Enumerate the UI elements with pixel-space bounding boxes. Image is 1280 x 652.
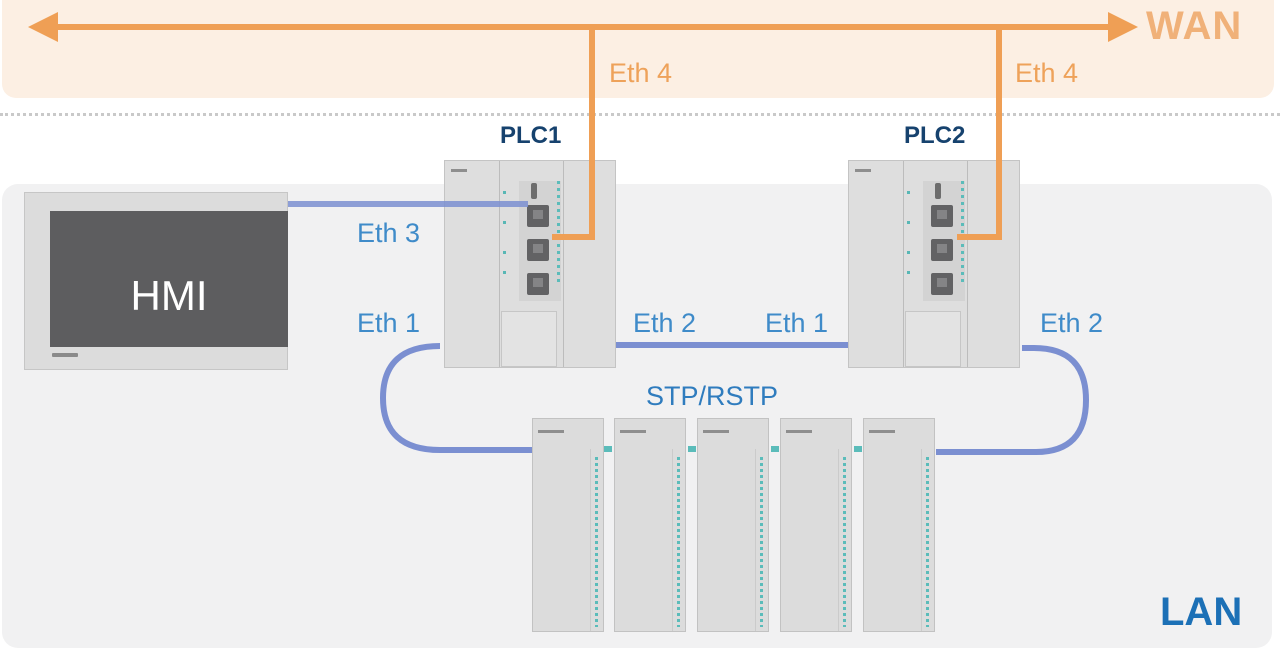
- io-panel-line: [755, 449, 756, 631]
- plc-memory-slot: [501, 311, 557, 367]
- plc-port-block: [519, 181, 561, 301]
- module-connector: [604, 446, 612, 452]
- io-module: [780, 418, 852, 632]
- status-led: [907, 271, 910, 274]
- ethernet-port-eth3: [527, 205, 549, 227]
- wan-label: WAN: [1146, 4, 1243, 48]
- status-led: [503, 221, 506, 224]
- plc1-eth2-label: Eth 2: [633, 308, 697, 338]
- status-led: [907, 251, 910, 254]
- ring-link: [379, 343, 534, 453]
- io-brand-logo: [620, 430, 646, 433]
- hmi-panel: HMI: [24, 192, 288, 370]
- plc1-label: PLC1: [500, 122, 562, 149]
- plc-panel-divider: [563, 161, 564, 367]
- io-led-strip: [760, 457, 763, 627]
- plc-brand-logo: [451, 169, 467, 172]
- plc1-eth4-label: Eth 4: [609, 58, 673, 88]
- ring-protocol-label: STP/RSTP: [646, 381, 779, 411]
- module-connector: [688, 446, 696, 452]
- plc-panel-divider: [903, 161, 904, 367]
- plc2-eth1-label: Eth 1: [765, 308, 829, 338]
- io-led-strip: [595, 457, 598, 627]
- status-led: [503, 251, 506, 254]
- plc-panel-divider: [967, 161, 968, 367]
- io-panel-line: [921, 449, 922, 631]
- io-panel-line: [838, 449, 839, 631]
- io-brand-logo: [538, 430, 564, 433]
- ring-link: [936, 345, 1090, 455]
- io-panel-line: [672, 449, 673, 631]
- module-connector: [771, 446, 779, 452]
- plc2-eth2-label: Eth 2: [1040, 308, 1104, 338]
- plc2-eth4-label: Eth 4: [1015, 58, 1079, 88]
- hmi-label: HMI: [130, 272, 208, 319]
- plc1-device: [444, 160, 616, 368]
- ethernet-port: [931, 205, 953, 227]
- io-module: [614, 418, 686, 632]
- plc1-wan-link: [552, 27, 595, 240]
- plc-panel-divider: [499, 161, 500, 367]
- plc-port-block: [923, 181, 965, 301]
- plc2-wan-link: [957, 27, 1002, 240]
- io-brand-logo: [786, 430, 812, 433]
- status-led: [907, 191, 910, 194]
- hmi-screen: HMI: [50, 211, 288, 347]
- hmi-brand-logo: [52, 353, 78, 357]
- ethernet-port-eth4: [931, 239, 953, 261]
- io-module: [532, 418, 604, 632]
- io-led-strip: [557, 181, 560, 285]
- io-led-strip: [926, 457, 929, 627]
- lan-label: LAN: [1160, 590, 1243, 634]
- ethernet-port-eth4: [527, 239, 549, 261]
- status-led: [907, 221, 910, 224]
- plc-memory-slot: [905, 311, 961, 367]
- io-brand-logo: [703, 430, 729, 433]
- io-module: [697, 418, 769, 632]
- status-led: [503, 271, 506, 274]
- io-led-strip: [677, 457, 680, 627]
- status-led: [503, 191, 506, 194]
- io-panel-line: [590, 449, 591, 631]
- usb-port-icon: [935, 183, 941, 199]
- ethernet-port: [527, 273, 549, 295]
- zone-divider: [0, 113, 1280, 116]
- usb-port-icon: [531, 183, 537, 199]
- io-brand-logo: [869, 430, 895, 433]
- io-led-strip: [961, 181, 964, 285]
- plc1-eth3-label: Eth 3: [357, 218, 421, 248]
- plc-brand-logo: [855, 169, 871, 172]
- io-led-strip: [843, 457, 846, 627]
- io-module: [863, 418, 935, 632]
- ethernet-port: [931, 273, 953, 295]
- plc1-eth1-label: Eth 1: [357, 308, 421, 338]
- plc2-label: PLC2: [904, 122, 966, 149]
- module-connector: [854, 446, 862, 452]
- plc2-device: [848, 160, 1020, 368]
